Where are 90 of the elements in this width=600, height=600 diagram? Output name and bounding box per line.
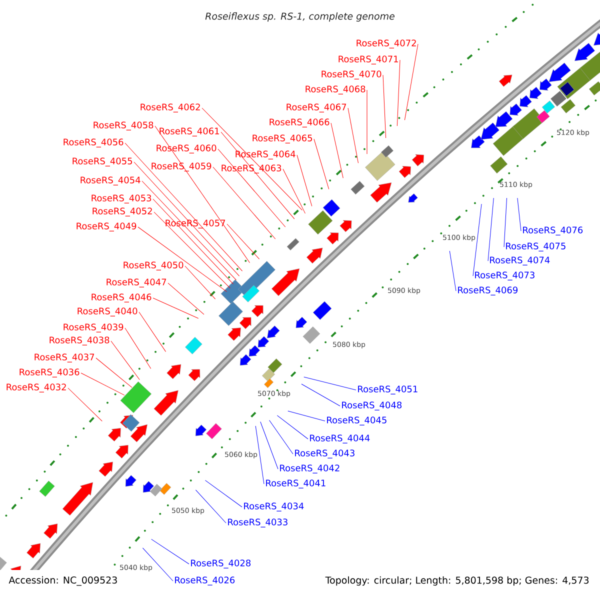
leader-line	[195, 490, 226, 524]
leader-line	[142, 180, 236, 280]
gene-label: RoseRS_4068	[306, 86, 366, 94]
leader-line	[504, 198, 508, 248]
leader-line	[168, 282, 204, 315]
leader-line	[124, 328, 152, 369]
leader-line	[348, 108, 359, 164]
gene-label: RoseRS_4061	[160, 128, 219, 136]
leader-line	[472, 204, 482, 276]
leader-line	[134, 162, 240, 276]
leader-line	[396, 60, 400, 126]
gene-label: RoseRS_4074	[490, 256, 550, 266]
gene-label: RoseRS_4038	[50, 336, 110, 346]
leader-line	[382, 74, 386, 138]
gene-label: RoseRS_4072	[356, 40, 416, 48]
gene-label: RoseRS_4045	[327, 416, 386, 426]
leader-line	[220, 132, 295, 220]
gene-label: RoseRS_4050	[124, 262, 184, 270]
gene-label: RoseRS_4071	[338, 56, 398, 64]
leader-line	[366, 90, 368, 154]
gene-label: RoseRS_4036	[20, 368, 80, 378]
leader-line	[282, 168, 306, 214]
leader-line	[152, 298, 199, 319]
leader-line	[202, 108, 302, 210]
gene-label: RoseRS_4041	[266, 480, 326, 488]
gene-label: RoseRS_4058	[94, 122, 154, 130]
leader-line	[138, 226, 228, 292]
gene-label: RoseRS_4052	[92, 208, 152, 216]
gene-label: RoseRS_4034	[244, 502, 304, 512]
gene-label: RoseRS_4047	[106, 278, 166, 288]
leader-line	[151, 538, 190, 564]
leader-line	[68, 388, 102, 422]
leader-line	[314, 138, 330, 190]
gene-label: RoseRS_4076	[523, 226, 583, 236]
gene-label: RoseRS_4056	[64, 138, 124, 148]
gene-label: RoseRS_4043	[295, 450, 354, 458]
gene-label: RoseRS_4040	[78, 308, 138, 316]
leader-line	[154, 126, 250, 263]
leader-line	[110, 340, 140, 380]
title: Roseiflexus sp. RS-1, complete genome	[205, 12, 394, 22]
leader-line	[330, 122, 344, 178]
gene-label: RoseRS_4046	[92, 294, 152, 302]
gene-label: RoseRS_4049	[76, 222, 136, 232]
gene-label: RoseRS_4037	[34, 354, 94, 362]
leader-line	[96, 358, 132, 388]
gene-label: RoseRS_4066	[270, 118, 330, 128]
leader-line	[488, 198, 494, 262]
leader-line	[212, 166, 276, 240]
gene-label: RoseRS_4048	[342, 402, 402, 410]
leader-line	[288, 410, 326, 422]
gene-label: RoseRS_4042	[280, 464, 340, 474]
leader-line	[449, 250, 456, 292]
gene-label: RoseRS_4067	[286, 104, 346, 112]
gene-label: RoseRS_4065	[252, 134, 312, 144]
gene-label: RoseRS_4028	[191, 560, 251, 568]
gene-label: RoseRS_4075	[506, 242, 566, 252]
gene-label: RoseRS_4070	[322, 70, 382, 80]
gene-label: RoseRS_4033	[228, 518, 288, 528]
info-text: Accession: NC_009523	[8, 576, 117, 586]
leader-line	[517, 198, 522, 232]
leader-line	[296, 154, 312, 206]
leader-line	[205, 480, 242, 508]
leader-line	[276, 415, 308, 440]
gene-label: RoseRS_4055	[72, 158, 132, 166]
gene-label: RoseRS_4073	[475, 272, 534, 280]
leader-line	[226, 224, 260, 260]
leader-line	[255, 426, 264, 484]
leader-line	[80, 372, 125, 396]
leader-line	[218, 148, 286, 228]
leader-line	[269, 420, 294, 454]
gene-label: RoseRS_4044	[310, 434, 370, 444]
gene-label: RoseRS_4062	[140, 104, 200, 112]
leader-line	[154, 212, 230, 288]
leader-line	[304, 376, 356, 390]
gene-label: RoseRS_4026	[175, 576, 235, 586]
gene-label: RoseRS_4053	[92, 194, 152, 204]
gene-label: RoseRS_4054	[80, 176, 140, 186]
gene-label: RoseRS_4069	[458, 286, 518, 296]
leader-line	[138, 312, 166, 352]
leader-line	[260, 422, 278, 470]
leader-line	[152, 198, 234, 284]
leader-line	[301, 384, 340, 406]
gene-label: RoseRS_4051	[358, 386, 418, 394]
leader-line	[184, 266, 216, 300]
leader-line	[404, 44, 418, 120]
gene-label: RoseRS_4039	[64, 324, 124, 332]
info-text: Topology: circular; Length: 5,801,598 bp; Genes: 4,573	[325, 576, 589, 586]
gene-label: RoseRS_4032	[6, 384, 66, 392]
leader-line	[142, 548, 174, 582]
leader-line	[124, 142, 243, 272]
